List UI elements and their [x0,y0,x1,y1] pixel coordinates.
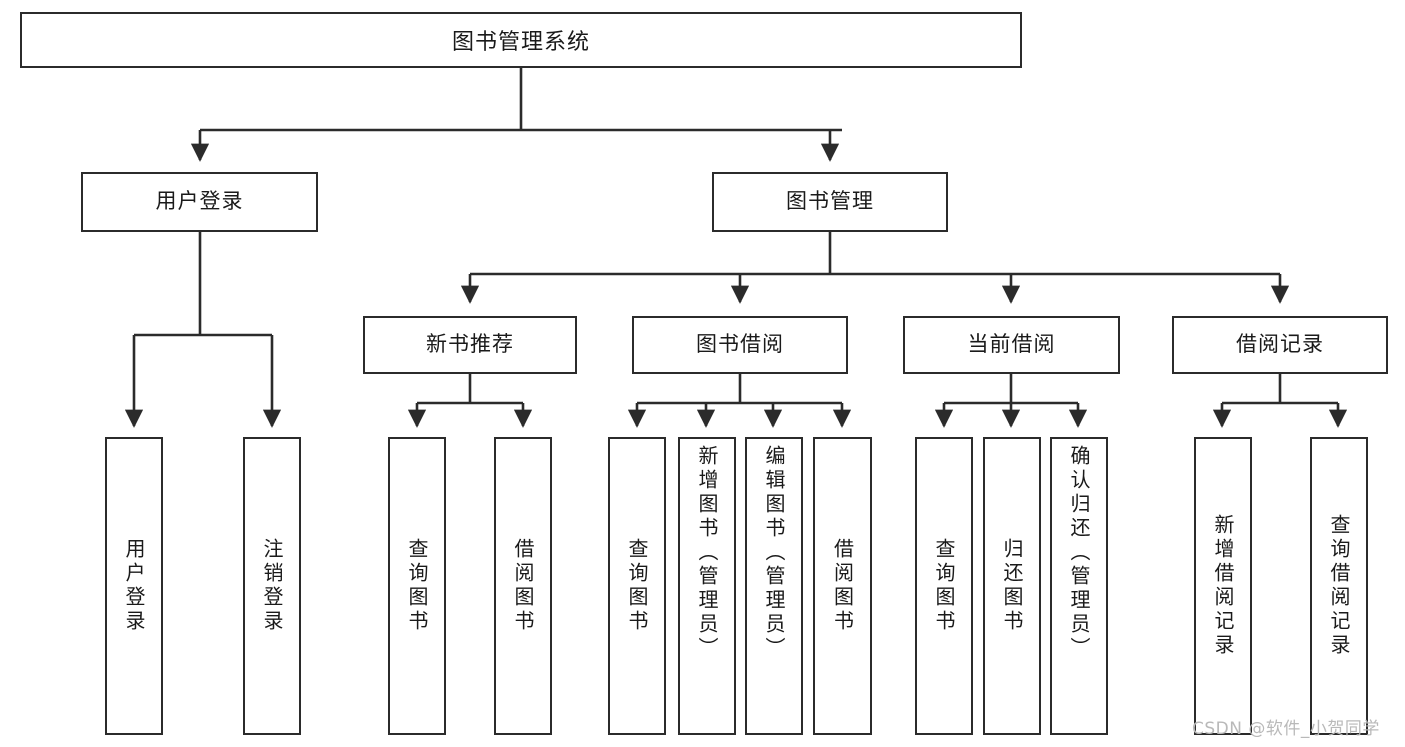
node-label: 注销登录 [260,538,284,634]
node-label: 用户登录 [155,189,244,214]
node-label: 图书借阅 [696,332,784,357]
node-label: 归还图书 [1000,538,1024,634]
node-label: 编辑图书（管理员） [762,445,786,661]
node-label: 当前借阅 [967,332,1056,357]
leaf-edit-book[interactable]: 编辑图书（管理员） [745,437,803,735]
node-label: 借阅记录 [1236,332,1324,357]
leaf-add-record[interactable]: 新增借阅记录 [1194,437,1252,735]
node-label: 用户登录 [122,538,146,634]
node-label: 查询图书 [405,538,429,634]
node-label: 新增借阅记录 [1211,514,1235,658]
node-root-system[interactable]: 图书管理系统 [20,12,1022,68]
node-current-borrow[interactable]: 当前借阅 [903,316,1120,374]
node-label: 图书管理系统 [451,30,590,55]
leaf-query-book-2[interactable]: 查询图书 [608,437,666,735]
node-label: 查询图书 [932,538,956,634]
leaf-user-logout[interactable]: 注销登录 [243,437,301,735]
leaf-add-book[interactable]: 新增图书（管理员） [678,437,736,735]
leaf-borrow-book-2[interactable]: 借阅图书 [813,437,872,735]
leaf-return-book[interactable]: 归还图书 [983,437,1041,735]
leaf-confirm-return[interactable]: 确认归还（管理员） [1050,437,1108,735]
node-label: 借阅图书 [511,538,535,634]
node-label: 图书管理 [786,189,874,214]
leaf-query-book-1[interactable]: 查询图书 [388,437,446,735]
node-book-borrow[interactable]: 图书借阅 [632,316,848,374]
node-label: 新书推荐 [426,332,514,357]
node-label: 借阅图书 [830,538,855,634]
leaf-user-login[interactable]: 用户登录 [105,437,163,735]
node-label: 新增图书（管理员） [695,445,719,661]
leaf-borrow-book-1[interactable]: 借阅图书 [494,437,552,735]
watermark-text: CSDN @软件_小贺同学 [1192,719,1380,739]
node-label: 查询借阅记录 [1327,514,1351,658]
node-new-book-recommend[interactable]: 新书推荐 [363,316,577,374]
node-borrow-record[interactable]: 借阅记录 [1172,316,1388,374]
node-label: 查询图书 [625,538,649,634]
node-user-login[interactable]: 用户登录 [81,172,318,232]
leaf-query-record[interactable]: 查询借阅记录 [1310,437,1368,735]
node-label: 确认归还（管理员） [1067,445,1091,661]
node-book-manage[interactable]: 图书管理 [712,172,948,232]
leaf-query-book-3[interactable]: 查询图书 [915,437,973,735]
